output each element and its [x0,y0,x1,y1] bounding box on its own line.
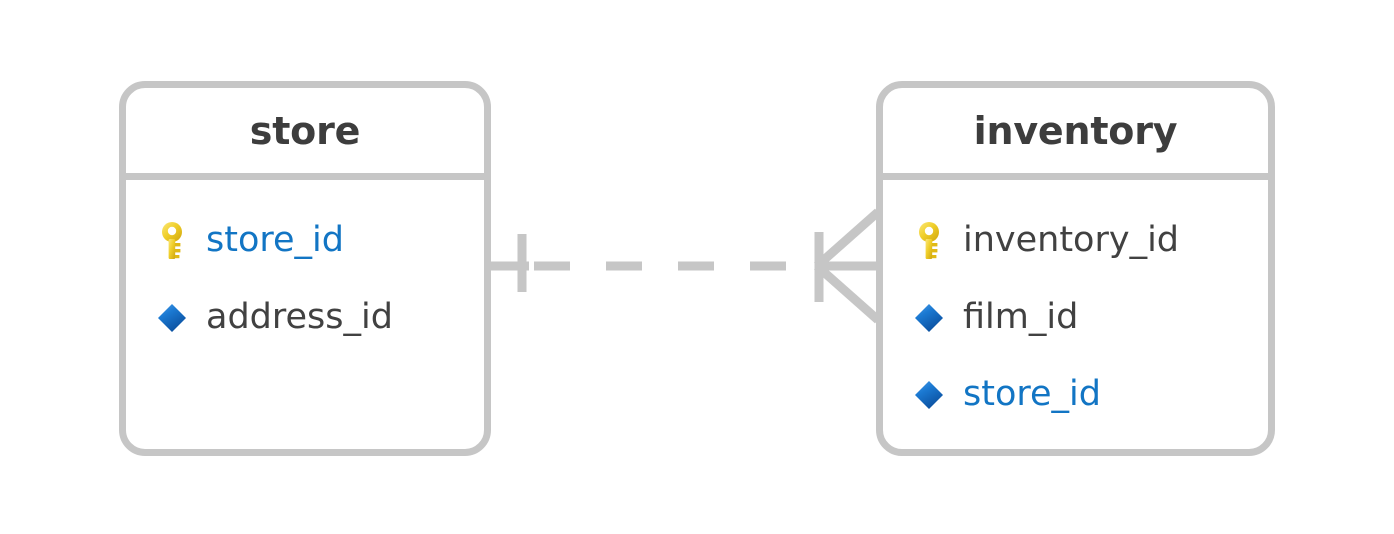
entity-store-title: store [249,108,361,153]
entity-store-fields: store_id address_ [126,180,484,356]
field-row-inventory-id[interactable]: inventory_id [883,202,1268,279]
field-label-inventory-store-id: store_id [963,374,1101,414]
field-label-film-id: film_id [963,297,1079,337]
primary-key-icon [152,219,192,263]
primary-key-icon [909,219,949,263]
entity-inventory-title: inventory [973,108,1178,153]
field-row-inventory-store-id[interactable]: store_id [883,356,1268,433]
foreign-key-icon [909,373,949,417]
entity-store-header: store [126,88,484,180]
foreign-key-icon [909,296,949,340]
entity-inventory-fields: inventory_id film [883,180,1268,433]
cardinality-many-crowfoot [814,208,881,324]
field-row-store-id[interactable]: store_id [126,202,484,279]
field-row-film-id[interactable]: film_id [883,279,1268,356]
entity-inventory[interactable]: inventory [876,81,1275,456]
field-label-address-id: address_id [206,297,393,337]
entity-inventory-header: inventory [883,88,1268,180]
field-label-inventory-id: inventory_id [963,220,1180,260]
field-label-store-id: store_id [206,220,344,260]
entity-store[interactable]: store [119,81,491,456]
foreign-key-icon [152,296,192,340]
field-row-address-id[interactable]: address_id [126,279,484,356]
